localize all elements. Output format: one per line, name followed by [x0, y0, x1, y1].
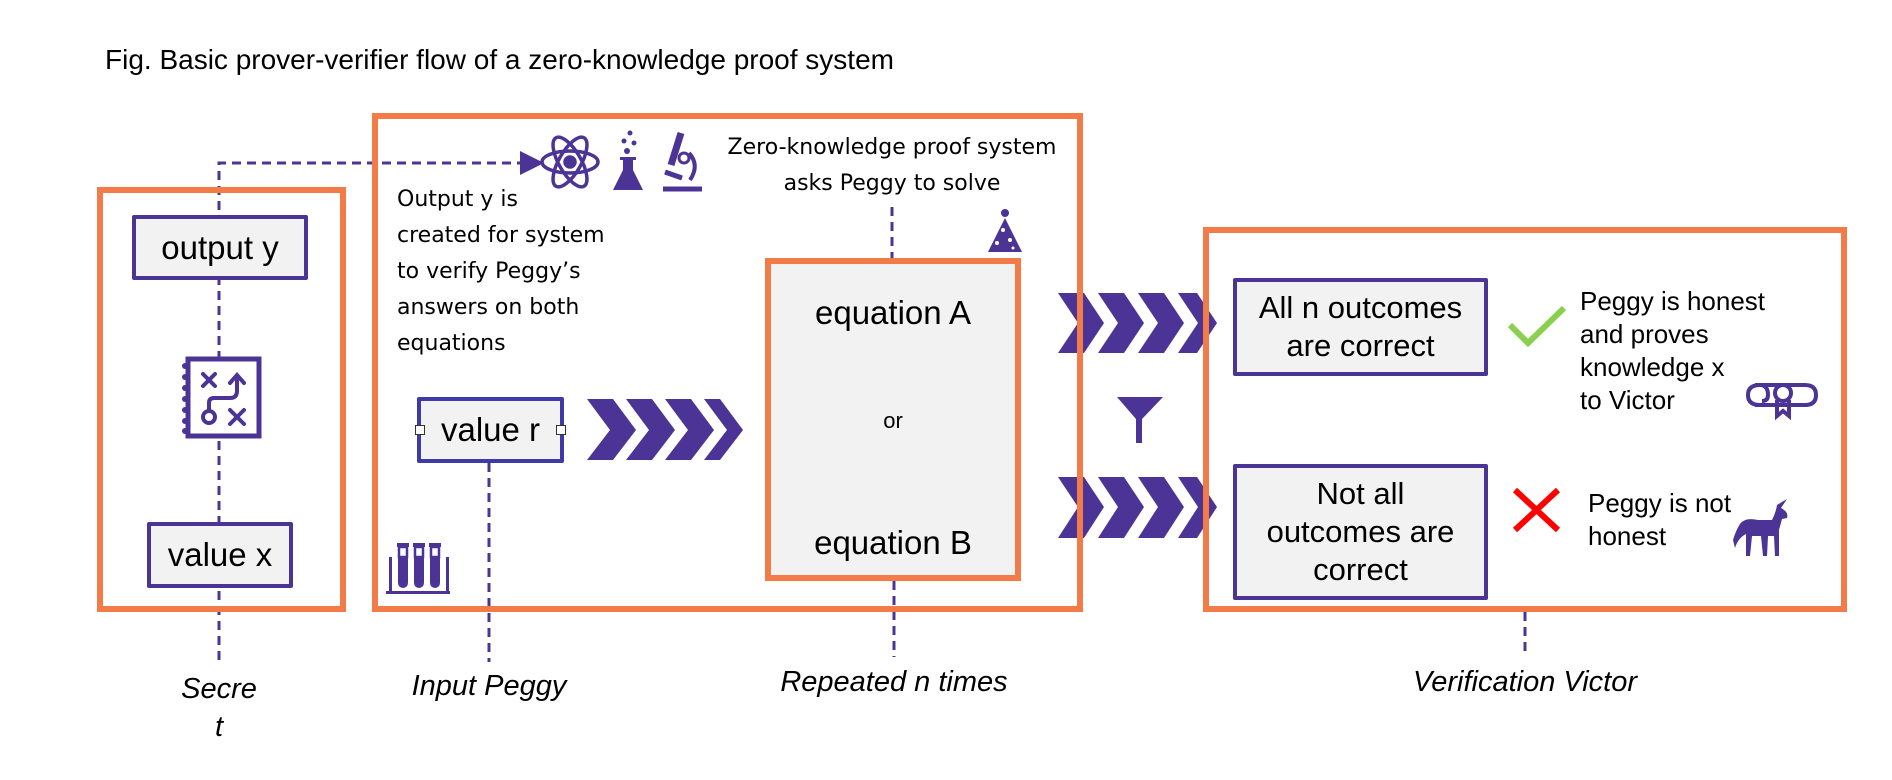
verification-frame	[1203, 227, 1847, 612]
pass-line: All n outcomes	[1258, 290, 1463, 325]
equation-b-label: equation B	[814, 524, 972, 561]
or-label: or	[883, 408, 903, 433]
microscope-icon	[663, 131, 702, 192]
secret-label: Secre t	[169, 670, 269, 746]
repeated-label: Repeated n times	[780, 666, 1008, 698]
value-x-box: value x	[147, 522, 293, 588]
note-line: created for system	[397, 223, 605, 248]
strategy-plan-icon	[182, 356, 262, 439]
secret-label-line1: Secre	[181, 673, 257, 705]
result-line: to Victor	[1580, 385, 1675, 415]
party-hat-icon	[988, 209, 1022, 252]
test-tubes-icon	[386, 543, 450, 594]
chevron-arrow-input	[587, 399, 743, 460]
cross-icon	[1512, 487, 1561, 533]
result-line: Peggy is honest	[1580, 286, 1766, 316]
result-line: honest	[1588, 521, 1667, 551]
pass-result-text: Peggy is honest and proves knowledge x t…	[1580, 285, 1765, 417]
chevron-arrow-fail	[1058, 477, 1217, 538]
fail-line: Not all	[1316, 476, 1405, 511]
secret-dashed-connector	[217, 151, 544, 660]
verification-victor-label: Verification Victor	[1412, 666, 1638, 698]
fail-result-text: Peggy is not honest	[1588, 487, 1731, 553]
note-line: Output y is	[397, 187, 518, 212]
note-line: to verify Peggy’s	[397, 259, 581, 284]
challenge-note: Zero-knowledge proof system asks Peggy t…	[724, 130, 1060, 202]
fail-line: correct	[1313, 552, 1408, 587]
fail-outcome-box: Not all outcomes are correct	[1233, 464, 1488, 600]
flask-icon	[613, 130, 643, 190]
atom-icon	[540, 135, 600, 189]
equation-box: equation A or equation B	[765, 258, 1021, 581]
result-line: Peggy is not	[1588, 488, 1732, 518]
output-y-box: output y	[132, 215, 308, 280]
unicorn-icon	[1733, 499, 1788, 556]
resize-handle-right[interactable]	[556, 425, 566, 435]
output-y-text: output y	[161, 228, 279, 266]
fail-line: outcomes are	[1266, 514, 1455, 549]
secret-label-line2: t	[214, 711, 224, 743]
check-icon	[1507, 305, 1567, 348]
value-r-box[interactable]: value r	[415, 397, 566, 463]
result-line: knowledge x	[1580, 352, 1725, 382]
pass-line: are correct	[1286, 328, 1435, 363]
value-r-text: value r	[440, 411, 541, 448]
input-frame	[372, 113, 1083, 612]
note-line: answers on both	[397, 295, 580, 320]
result-line: and proves	[1580, 319, 1709, 349]
pass-outcome-box: All n outcomes are correct	[1233, 278, 1488, 376]
equation-a-label: equation A	[815, 294, 971, 331]
output-y-note: Output y is created for system to verify…	[397, 182, 605, 362]
note-line: equations	[397, 331, 506, 356]
figure-title: Fig. Basic prover-verifier flow of a zer…	[105, 44, 894, 75]
value-x-text: value x	[167, 536, 273, 573]
note-line: asks Peggy to solve	[783, 171, 1001, 196]
resize-handle-left[interactable]	[415, 425, 425, 435]
funnel-icon	[1117, 397, 1163, 443]
secret-frame	[97, 187, 346, 612]
note-line: Zero-knowledge proof system	[727, 135, 1057, 160]
diploma-icon	[1745, 382, 1819, 421]
input-peggy-label: Input Peggy	[411, 670, 567, 702]
